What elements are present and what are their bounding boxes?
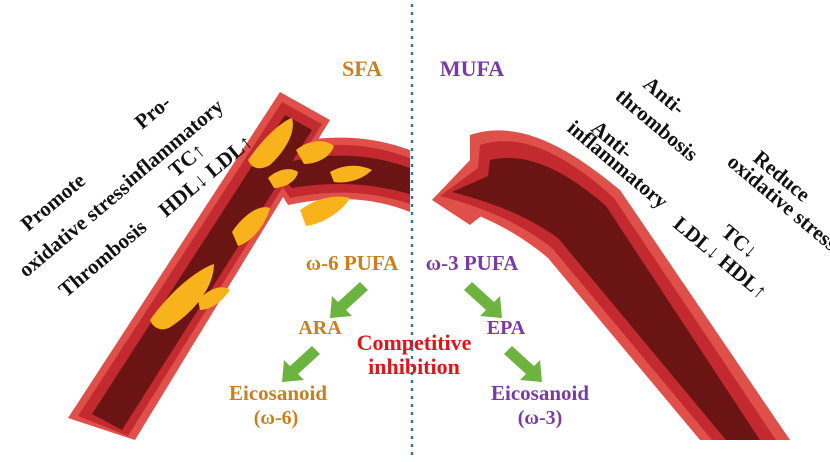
inhibition-label: inhibition	[368, 354, 460, 379]
omega6-type-label: (ω-6)	[254, 407, 299, 429]
mufa-header: MUFA	[440, 56, 504, 81]
left-vessel	[68, 92, 410, 440]
arrow-icon	[464, 282, 502, 318]
omega3-pufa-label: ω-3 PUFA	[426, 251, 519, 275]
right-vessel	[432, 130, 790, 441]
eicosanoid-omega6-label: Eicosanoid	[229, 381, 327, 405]
plaque	[300, 196, 350, 226]
competitive-label: Competitive	[357, 330, 472, 355]
plaque	[296, 141, 334, 164]
plaque	[330, 165, 372, 183]
omega6-pufa-label: ω-6 PUFA	[306, 251, 399, 275]
pro-label: Pro-	[130, 90, 176, 134]
plaque	[268, 169, 298, 188]
omega3-type-label: (ω-3)	[518, 407, 563, 429]
epa-label: EPA	[487, 317, 526, 339]
arrow-icon	[330, 282, 368, 318]
eicosanoid-omega3-label: Eicosanoid	[491, 381, 589, 405]
plaque	[232, 207, 270, 246]
plaque	[248, 118, 293, 169]
arrow-icon	[282, 346, 320, 382]
sfa-header: SFA	[342, 56, 382, 81]
right-vessel-lumen	[452, 157, 760, 441]
arrow-icon	[504, 346, 542, 382]
plaque	[150, 264, 214, 330]
plaque	[198, 287, 230, 310]
ara-label: ARA	[298, 317, 342, 339]
